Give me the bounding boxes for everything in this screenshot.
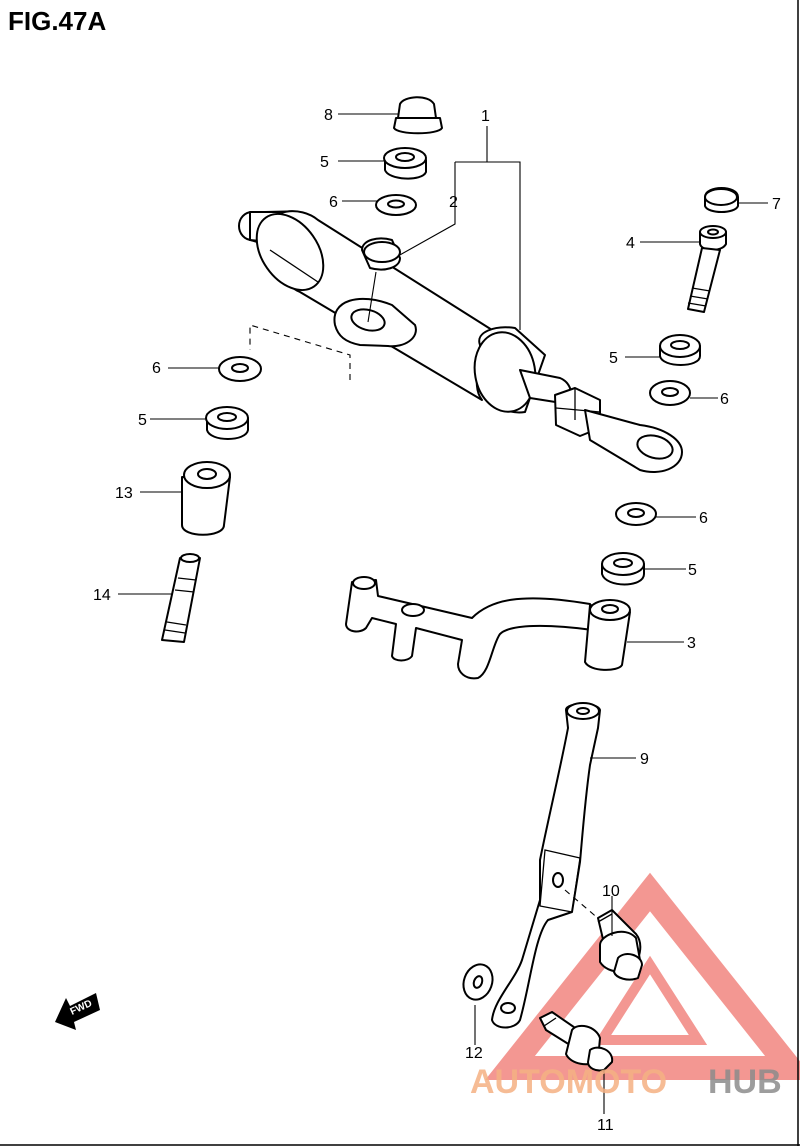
part-6-washer-top xyxy=(375,194,417,216)
callout-1: 1 xyxy=(481,108,490,125)
fwd-arrow-icon: FWD xyxy=(55,993,100,1030)
callout-6-lower-right: 6 xyxy=(699,510,708,527)
figure-title: FIG.47A xyxy=(8,6,106,36)
part-4-bolt xyxy=(687,225,727,313)
callout-10: 10 xyxy=(602,883,620,900)
part-6-washer-lower-right xyxy=(615,502,657,526)
watermark-part2: HUB xyxy=(708,1063,782,1101)
part-10-bolt xyxy=(564,889,643,981)
part-7-cap xyxy=(704,187,739,213)
callout-5-right: 5 xyxy=(609,350,618,367)
dashed-guide-left xyxy=(249,324,351,380)
part-9-stay xyxy=(491,702,601,1029)
part-3-bracket xyxy=(345,576,631,680)
callout-14: 14 xyxy=(93,587,111,604)
callout-13: 13 xyxy=(115,485,133,502)
callout-6-right: 6 xyxy=(720,391,729,408)
callout-labels: 1 2 3 4 5 5 5 5 6 6 6 6 7 8 9 10 11 12 1… xyxy=(93,107,781,1134)
callout-5-top: 5 xyxy=(320,154,329,171)
part-13-spacer xyxy=(181,461,231,536)
callout-4: 4 xyxy=(626,235,635,252)
part-12-washer xyxy=(462,963,494,1001)
callout-8: 8 xyxy=(324,107,333,124)
part-11-bolt xyxy=(539,1011,614,1072)
steering-damper xyxy=(238,210,683,473)
callout-6-top: 6 xyxy=(329,194,338,211)
part-14-stud xyxy=(161,553,201,643)
part-2-nut xyxy=(361,237,401,323)
watermark-text: AUTOMOTO HUB xyxy=(470,1063,782,1101)
watermark-logo xyxy=(485,872,800,1080)
part-5-collar-left xyxy=(205,406,249,440)
part-5-collar-top xyxy=(383,147,427,180)
part-8-cap-nut xyxy=(393,96,443,135)
callout-5-lower-right: 5 xyxy=(688,562,697,579)
callout-3: 3 xyxy=(687,635,696,652)
callout-9: 9 xyxy=(640,751,649,768)
callout-2: 2 xyxy=(449,194,458,211)
part-6-washer-left xyxy=(218,356,262,382)
part-6-washer-right xyxy=(649,380,691,406)
part-5-collar-lower-right xyxy=(601,552,645,586)
callout-11: 11 xyxy=(597,1117,614,1134)
callout-7: 7 xyxy=(772,196,781,213)
callout-6-left: 6 xyxy=(152,360,161,377)
part-5-collar-right xyxy=(659,334,701,366)
leader-lines xyxy=(118,113,768,1114)
callout-12: 12 xyxy=(465,1045,483,1062)
callout-5-left: 5 xyxy=(138,412,147,429)
watermark-part1: AUTOMOTO xyxy=(470,1063,667,1101)
